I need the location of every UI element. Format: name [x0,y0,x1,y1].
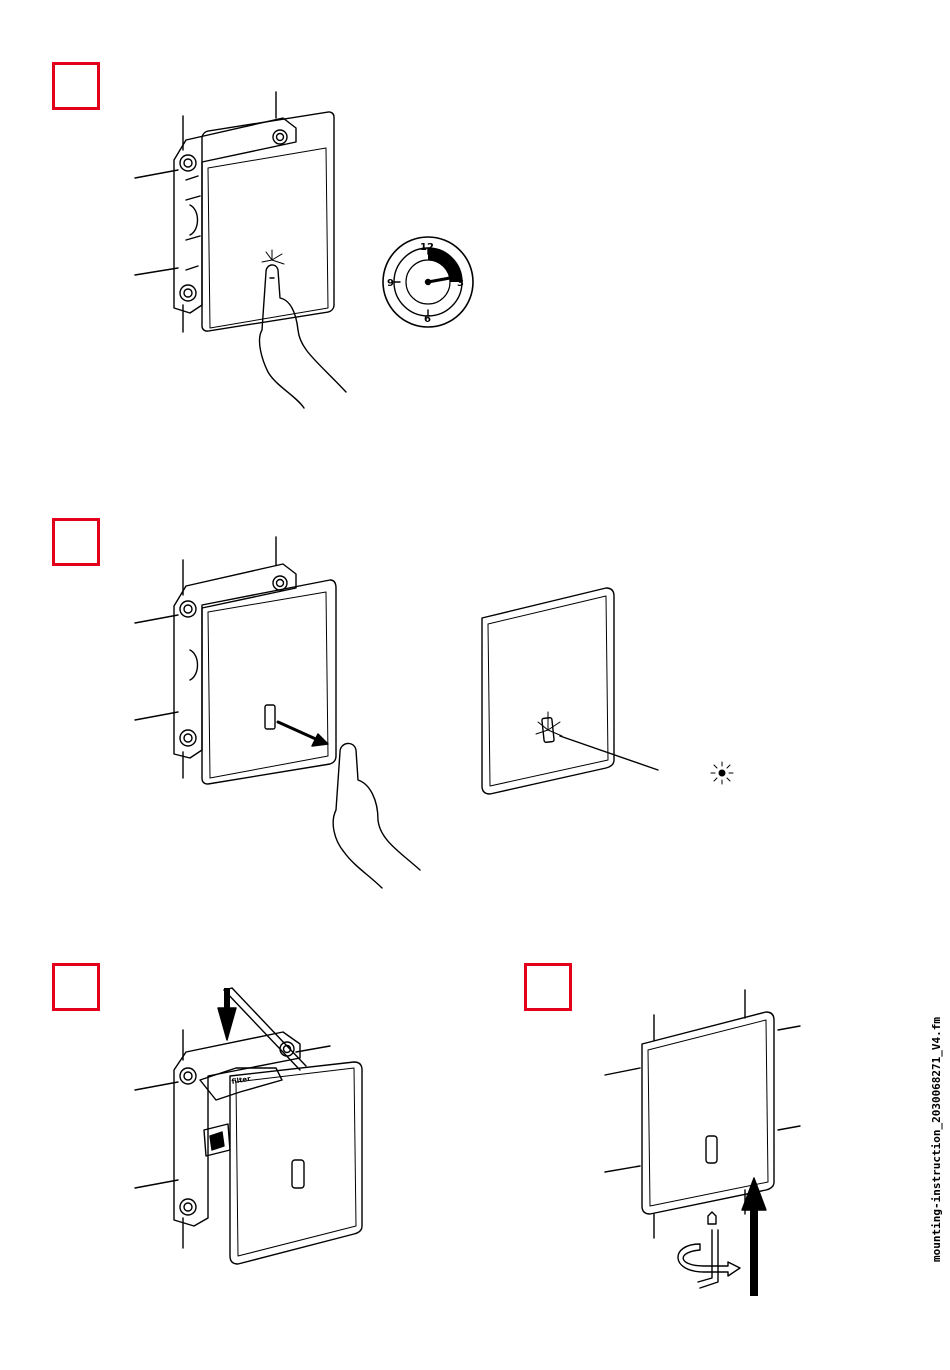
step-1-illustration: 12 3 6 9 [135,92,473,408]
document-filename: mounting-instruction_2030068271_V4.fm [930,1017,943,1262]
step-4-illustration [605,990,800,1296]
clock-label-12: 12 [420,242,434,253]
hex-key-icon [698,1230,718,1288]
step-2-illustration [135,537,733,888]
rotate-arrow-icon [678,1244,740,1276]
light-burst-icon [262,250,284,264]
light-burst-legend-icon [711,762,733,784]
clock-label-9: 9 [387,278,394,289]
clock-icon: 12 3 6 9 [383,237,473,327]
light-burst-icon [536,712,562,736]
clock-label-3: 3 [457,278,464,289]
hex-key-icon [224,988,306,1070]
clock-label-6: 6 [424,314,431,325]
hand-icon [333,743,420,888]
step-3-illustration: filter [135,988,362,1264]
hand-icon [260,265,346,408]
arrow-icon [218,988,236,1040]
arrow-icon [278,722,328,746]
